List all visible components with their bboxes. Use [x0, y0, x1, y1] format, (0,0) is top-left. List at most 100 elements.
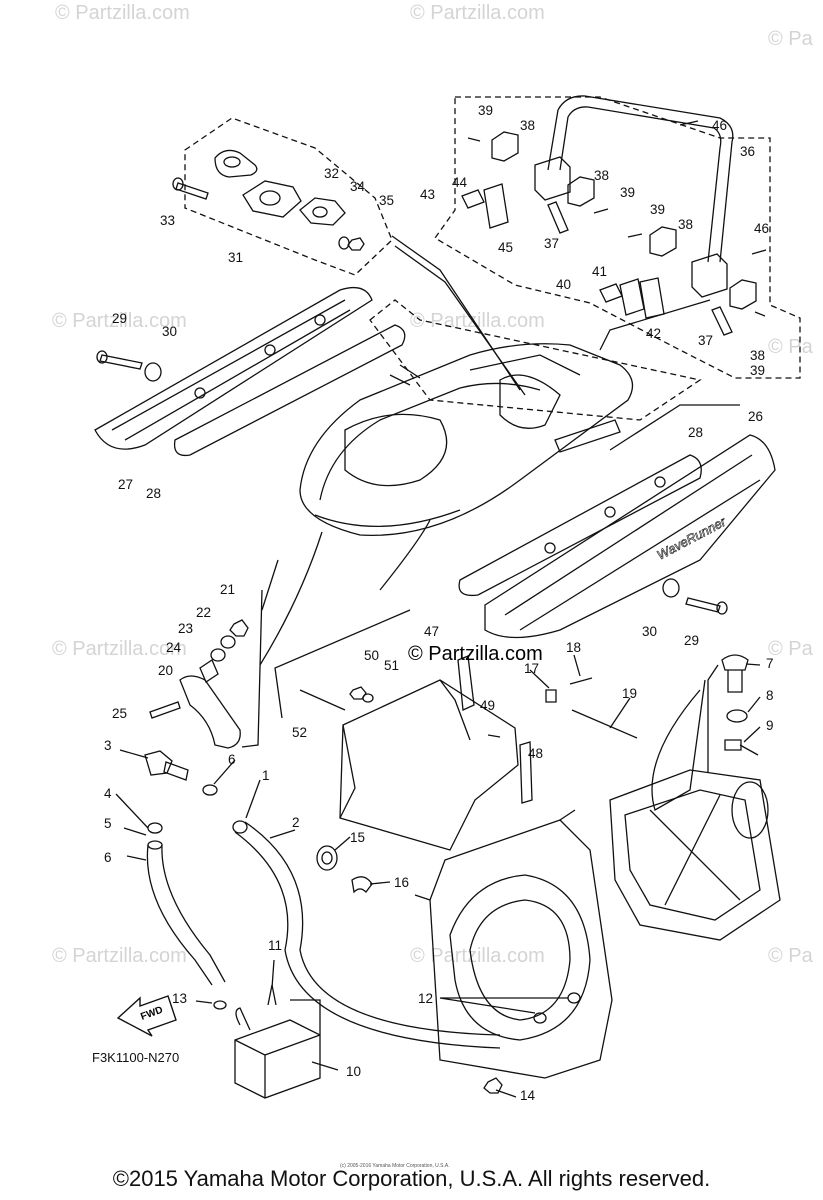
part-number-label: 23	[178, 621, 193, 636]
part-number-label: 43	[420, 187, 435, 202]
part-number-label: 6	[228, 752, 236, 767]
part-number-label: 16	[394, 875, 409, 890]
part-number-label: 29	[684, 633, 699, 648]
part-number-label: 39	[478, 103, 493, 118]
watermark: © Pa	[768, 638, 813, 660]
part-number-label: 47	[424, 624, 439, 639]
part-46	[679, 120, 767, 255]
part-number-label: 31	[228, 250, 243, 265]
part-49	[487, 734, 501, 738]
part-number-label: 46	[712, 118, 727, 133]
part-number-label: 3	[104, 738, 112, 753]
fwd-arrow-icon	[116, 995, 177, 1037]
part-31	[214, 149, 302, 218]
part-6	[147, 822, 163, 834]
part-29-bolt-right	[685, 597, 728, 615]
fwd-label: FWD	[139, 1005, 164, 1023]
inset-31-35	[184, 117, 393, 276]
part-19	[571, 709, 638, 739]
watermark: © Pa	[768, 945, 813, 967]
mini-copyright: (c) 2005-2016 Yamaha Motor Corporation, …	[340, 1163, 450, 1169]
part-number-label: 52	[292, 725, 307, 740]
part-number-label: 37	[698, 333, 713, 348]
watermark: © Pa	[768, 336, 813, 358]
part-number-label: 30	[642, 624, 657, 639]
bracket	[707, 664, 719, 772]
part-number-label: 40	[556, 277, 571, 292]
jet-ski-hull	[299, 343, 634, 537]
part-number-label: 49	[480, 698, 495, 713]
part-number-label: 29	[112, 311, 127, 326]
part-number-label: 30	[162, 324, 177, 339]
part-12	[533, 1012, 547, 1024]
bracket	[241, 589, 263, 748]
part-number-label: 42	[646, 326, 661, 341]
part-30-right	[662, 578, 680, 598]
part-number-label: 6	[104, 850, 112, 865]
part-30-left	[144, 362, 162, 382]
part-number-label: 22	[196, 605, 211, 620]
part-24	[199, 659, 219, 683]
part-number-label: 14	[520, 1088, 536, 1103]
part-number-label: 8	[766, 688, 774, 703]
part-number-label: 11	[268, 938, 282, 953]
part-52	[299, 689, 346, 711]
part-22	[220, 635, 236, 649]
part-number-label: 51	[384, 658, 399, 673]
part-number-label: 13	[172, 991, 187, 1006]
part-number-label: 21	[220, 582, 235, 597]
part-14	[483, 1077, 503, 1094]
watermark: © Partzilla.com	[410, 2, 545, 24]
part-number-label: 15	[350, 830, 365, 845]
part-44-45	[461, 183, 509, 229]
part-number-label: 19	[622, 686, 637, 701]
watermark: © Partzilla.com	[410, 945, 545, 967]
part-1-2-hose	[232, 820, 501, 1049]
watermark: © Partzilla.com	[52, 310, 187, 332]
pump-housing	[414, 809, 613, 1079]
watermark: © Partzilla.com	[52, 638, 187, 660]
part-47-panel	[339, 655, 519, 851]
part-20-bracket	[179, 675, 241, 749]
part-13	[213, 1000, 227, 1010]
leader-line	[394, 245, 526, 396]
part-number-label: 10	[346, 1064, 361, 1079]
part-10-box	[234, 999, 321, 1099]
part-number-label: 48	[528, 746, 543, 761]
part-51	[362, 693, 374, 703]
part-25	[149, 701, 181, 719]
part-37	[547, 201, 733, 336]
part-38	[491, 131, 757, 310]
diagram-code: F3K1100-N270	[92, 1050, 180, 1065]
part-50	[349, 686, 367, 700]
part-number-label: 33	[160, 213, 175, 228]
watermark: © Partzilla.com	[55, 2, 190, 24]
part-number-label: 34	[350, 179, 366, 194]
part-number-label: 39	[750, 363, 765, 378]
nozzle-housing	[609, 769, 781, 941]
part-number-label: 5	[104, 816, 112, 831]
part-number-label: 17	[524, 661, 539, 676]
part-23	[210, 648, 226, 662]
part-33	[172, 177, 209, 200]
part-number-label: 28	[688, 425, 703, 440]
watermark: © Partzilla.com	[52, 945, 187, 967]
part-number-label: 18	[566, 640, 581, 655]
copyright: ©2015 Yamaha Motor Corporation, U.S.A. A…	[112, 1166, 711, 1191]
part-35	[347, 237, 365, 251]
part-number-label: 38	[750, 348, 765, 363]
part-48	[519, 741, 533, 804]
watermark: © Partzilla.com	[410, 310, 545, 332]
part-number-label: 25	[112, 706, 127, 721]
part-tube	[651, 679, 706, 811]
part-number-label: 9	[766, 718, 774, 733]
part-number-label: 44	[452, 175, 468, 190]
part-3-valve	[144, 750, 189, 781]
leader-line	[274, 609, 411, 719]
part-number-label: 7	[766, 656, 774, 671]
part-number-label: 28	[146, 486, 161, 501]
part-number-label: 38	[678, 217, 693, 232]
part-number-label: 2	[292, 815, 300, 830]
leader-line	[379, 519, 431, 591]
